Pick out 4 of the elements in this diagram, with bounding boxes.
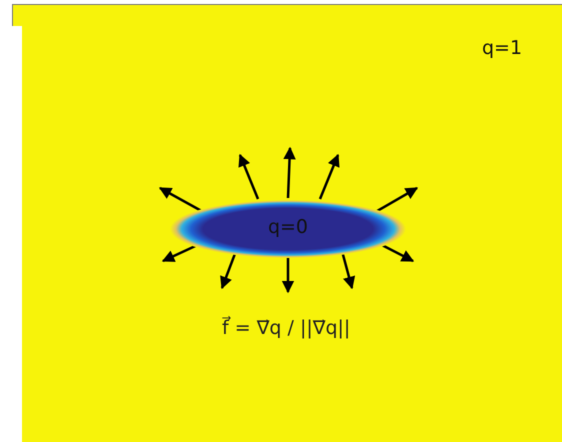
region-label: q=0 — [266, 215, 310, 239]
ellipse-region — [170, 200, 406, 258]
value-label: q=1 — [482, 36, 522, 60]
formula: f⃗ = ∇⃗q / ||∇⃗q|| — [222, 316, 350, 340]
